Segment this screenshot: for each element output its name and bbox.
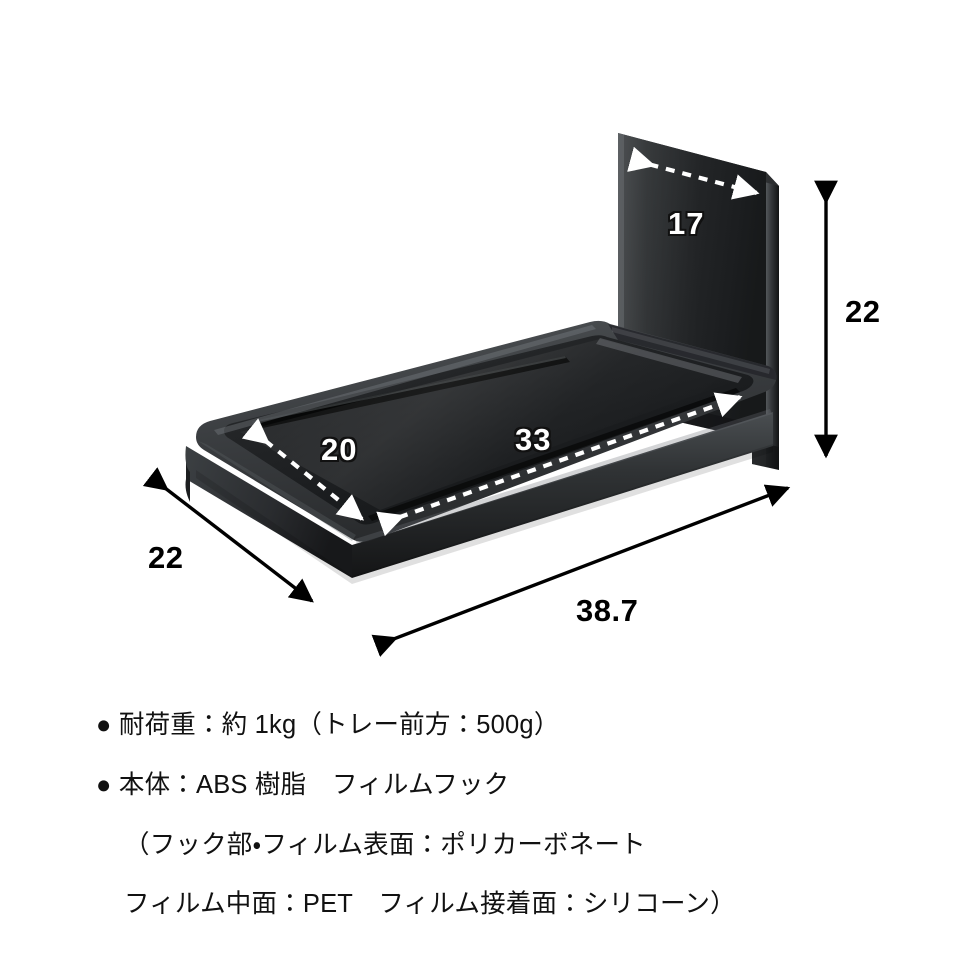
- dimension-line-overall-width: [371, 484, 791, 657]
- dimension-label-tray-inner-depth: 20: [319, 432, 358, 467]
- product-illustration: [142, 133, 838, 657]
- dimension-label-overall-height: 22: [845, 294, 881, 329]
- dimension-label-overall-depth: 22: [148, 540, 184, 575]
- dimension-label-tray-inner-width: 33: [513, 422, 552, 457]
- spec-line-load-capacity: ● 耐荷重：約 1kg（トレー前方：500g）: [96, 711, 560, 739]
- spec-line-material-body: ● 本体：ABS 樹脂 フィルムフック: [96, 771, 510, 799]
- spec-line-material-hook-film-surface: （フック部・フィルム表面：ポリカーボネート: [124, 831, 646, 859]
- dimension-line-tray-inner-width: [376, 392, 743, 537]
- dimension-label-back-panel-width: 17: [666, 206, 705, 241]
- product-body: [185, 133, 779, 584]
- dimension-line-overall-depth: [142, 467, 314, 603]
- spec-line-material-film-inner-adhesive: フィルム中面：PET フィルム接着面：シリコーン）: [124, 890, 736, 918]
- product-dimension-diagram: 17 22 20 33 22 38.7: [142, 133, 881, 657]
- dimension-line-back-panel-width: [627, 146, 760, 200]
- dimension-label-overall-width: 38.7: [576, 593, 639, 628]
